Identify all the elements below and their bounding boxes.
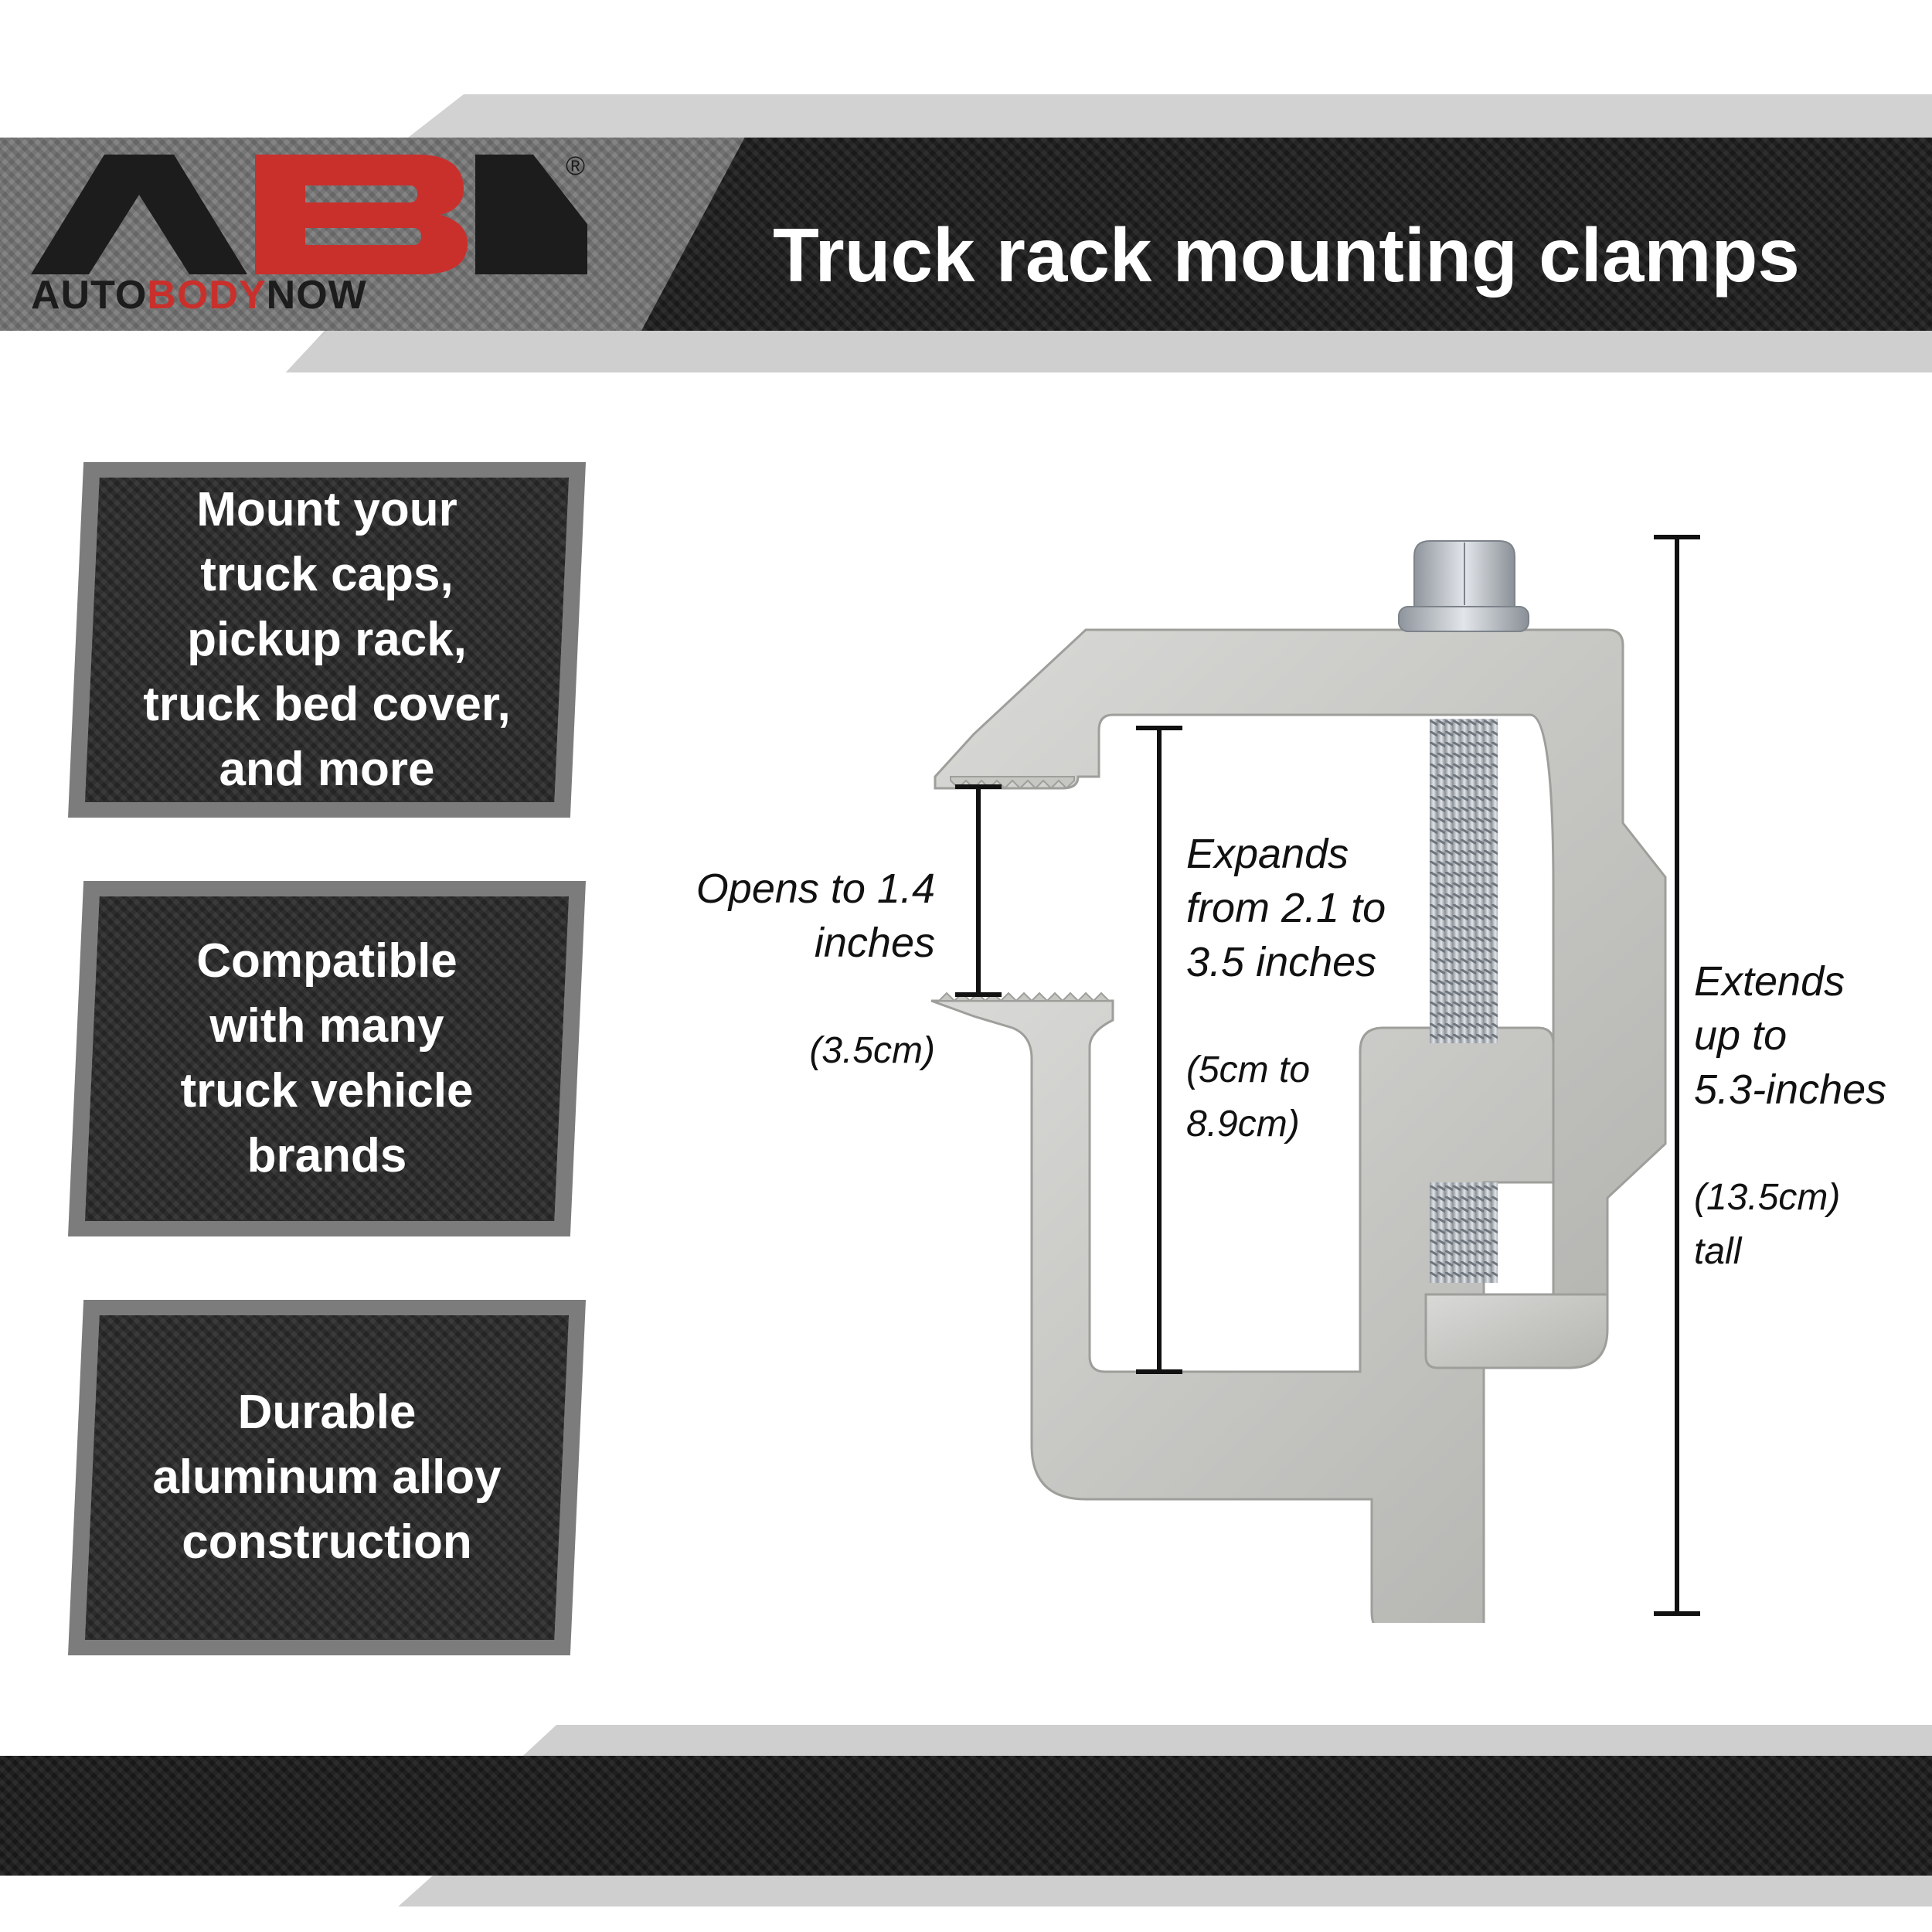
brand-name-auto: AUTO: [31, 273, 148, 318]
registered-mark: ®: [566, 151, 586, 181]
feature-box-compatible: Compatible with many truck vehicle brand…: [68, 881, 586, 1236]
bolt-thread-lower: [1430, 1182, 1498, 1283]
feature-text-compatible: Compatible with many truck vehicle brand…: [180, 934, 474, 1182]
dimension-lines: [955, 535, 1700, 1616]
brand-name: AUTOBODYNOW: [31, 272, 367, 318]
bolt-thread-upper: [1430, 719, 1498, 1043]
header-white-notch-bottom: [0, 331, 325, 372]
dim-height-label: Extends up to 5.3-inches (13.5cm) tall: [1694, 900, 1926, 1333]
clamp-upper-jaw: [934, 628, 1667, 1296]
footer-white-notch-bottom: [0, 1876, 433, 1906]
page-title: Truck rack mounting clamps: [773, 213, 1800, 298]
header-white-notch: [0, 94, 464, 138]
dim-opening-label: Opens to 1.4 inches (3.5cm): [641, 808, 935, 1132]
dim-expand-metric: (5cm to 8.9cm): [1186, 1049, 1311, 1145]
lower-jaw-teeth: [937, 992, 1111, 1002]
clamp-lower-jaw: [930, 999, 1555, 1623]
feature-text-mount: Mount your truck caps, pickup rack, truc…: [143, 483, 511, 796]
header-title-panel: [641, 138, 1932, 331]
brand-name-body: BODY: [147, 273, 267, 318]
dim-height-main: Extends up to 5.3-inches: [1694, 958, 1887, 1113]
feature-text-durable: Durable aluminum alloy construction: [152, 1386, 502, 1569]
abn-logo-mark: [31, 155, 587, 274]
header-bevel-bottom: [278, 331, 1932, 372]
feature-box-mount: Mount your truck caps, pickup rack, truc…: [68, 462, 586, 818]
dim-height-metric: (13.5cm) tall: [1694, 1177, 1841, 1272]
feature-box-durable: Durable aluminum alloy construction: [68, 1300, 586, 1655]
footer-white-notch: [0, 1725, 556, 1756]
dim-opening-metric: (3.5cm): [809, 1030, 935, 1071]
clamp-illustration: [930, 540, 1667, 1623]
dim-expand-label: Expands from 2.1 to 3.5 inches (5cm to 8…: [1186, 773, 1449, 1206]
upper-jaw-teeth: [950, 776, 1075, 790]
footer-dark-panel: [0, 1756, 1932, 1876]
dim-opening-main: Opens to 1.4 inches: [696, 866, 935, 966]
dim-expand-main: Expands from 2.1 to 3.5 inches: [1186, 831, 1386, 985]
brand-name-now: NOW: [266, 273, 367, 318]
clamp-slider-foot: [1424, 1293, 1609, 1369]
